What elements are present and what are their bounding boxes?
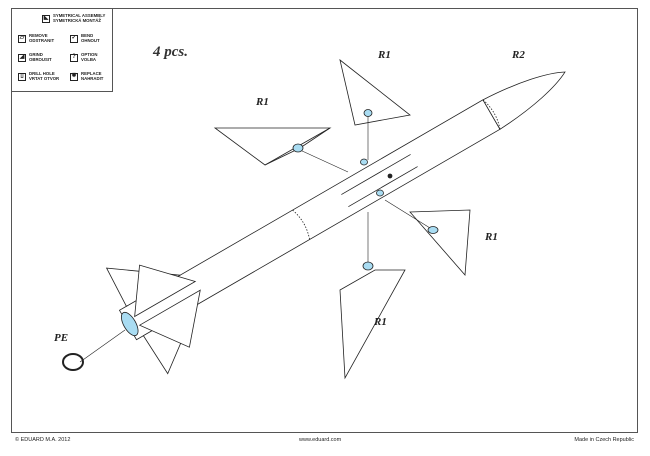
label-r1-top: R1 bbox=[378, 49, 391, 61]
label-r1-bottom: R1 bbox=[374, 316, 387, 328]
fin-r1-left bbox=[213, 127, 332, 166]
website: www.eduard.com bbox=[299, 437, 342, 443]
legend-text: NAHRADIT bbox=[81, 75, 104, 81]
option-icon: ? bbox=[70, 53, 78, 62]
remove-icon: ▱ bbox=[18, 34, 26, 43]
label-r2: R2 bbox=[512, 49, 525, 61]
legend-text: OPTION bbox=[81, 52, 98, 57]
pe-ring bbox=[62, 353, 84, 371]
legend-text: SYMETRICAL ASSEMBLY bbox=[53, 13, 106, 18]
legend-text: DRILL HOLE bbox=[29, 71, 55, 76]
legend-text: OHNOUT bbox=[81, 37, 100, 43]
label-pe: PE bbox=[54, 332, 69, 344]
arrow-pe bbox=[79, 329, 126, 363]
legend-text: VRTAT OTVOR bbox=[29, 75, 60, 81]
quantity-label: 4 pcs. bbox=[153, 44, 188, 60]
fin-r1-top bbox=[339, 58, 411, 126]
fin-r1-right bbox=[409, 209, 471, 276]
arrow-right-fin bbox=[384, 199, 431, 229]
legend-text: REPLACE bbox=[81, 71, 102, 76]
legend-text: OBROUSIT bbox=[29, 56, 52, 62]
bend-icon: ✓ bbox=[70, 34, 78, 43]
legend-text: SYMETRICKÁ MONTÁŽ bbox=[53, 17, 101, 23]
legend-text: GRIND bbox=[29, 52, 43, 57]
rocket-body-r2 bbox=[105, 71, 566, 375]
arrow-left-fin bbox=[299, 149, 349, 173]
drill-hole-icon: ▯ bbox=[18, 72, 26, 81]
copyright: © EDUARD M.A. 2012 bbox=[15, 437, 71, 443]
fin-r1-bottom bbox=[339, 269, 406, 380]
legend-text: ODSTRANIT bbox=[29, 37, 55, 43]
legend-text: REMOVE bbox=[29, 33, 48, 38]
tail-part-pe-seat bbox=[121, 311, 139, 337]
replace-icon: ✹ bbox=[70, 72, 78, 81]
legend-text: BEND bbox=[81, 33, 94, 38]
origin: Made in Czech Republic bbox=[574, 437, 634, 443]
grind-icon: ◢ bbox=[18, 53, 26, 62]
label-r1-right: R1 bbox=[485, 231, 498, 243]
label-r1-left: R1 bbox=[256, 96, 269, 108]
sheet-frame bbox=[11, 8, 638, 433]
legend-text: VOLBA bbox=[81, 56, 97, 62]
symmetrical-assembly-icon: ◣ bbox=[42, 14, 50, 23]
